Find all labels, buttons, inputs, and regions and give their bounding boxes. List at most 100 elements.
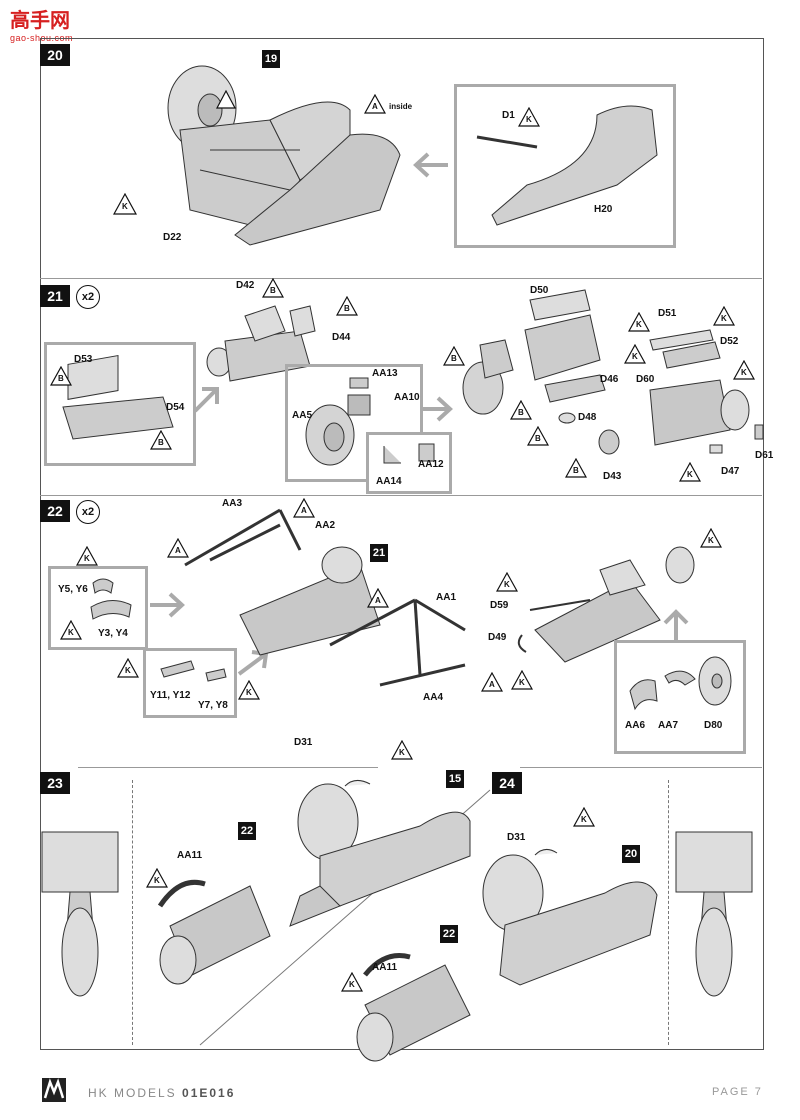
step-21-d53-box xyxy=(44,342,196,466)
footer-kit-code: 01E016 xyxy=(182,1086,236,1100)
triangle-icon xyxy=(572,806,596,827)
marker-a: A xyxy=(166,537,190,558)
step-21-aa12-box xyxy=(366,432,452,494)
triangle-icon xyxy=(517,106,541,127)
arrow-up-right-icon xyxy=(193,387,219,413)
part-d22: D22 xyxy=(163,232,182,243)
divider-22-24 xyxy=(520,767,762,768)
step-22-ref-21: 21 xyxy=(370,544,388,562)
part-y7-y8: Y7, Y8 xyxy=(198,700,228,711)
step-20-d1-marker: K xyxy=(517,106,541,127)
triangle-icon xyxy=(166,537,190,558)
part-aa10: AA10 xyxy=(394,392,420,403)
triangle-letter: A xyxy=(489,680,495,689)
triangle-letter: B xyxy=(451,354,457,363)
part-aa3: AA3 xyxy=(222,498,243,509)
triangle-icon xyxy=(510,669,534,690)
triangle-letter: K xyxy=(84,554,90,563)
engine-part-illustration xyxy=(62,354,174,440)
step-20-inside-marker: A xyxy=(363,93,387,114)
triangle-icon xyxy=(145,867,169,888)
part-d80: D80 xyxy=(704,720,723,731)
cockpit-side-panel-illustration xyxy=(476,105,658,226)
triangle-letter: B xyxy=(344,304,350,313)
divider-20-21 xyxy=(40,278,762,279)
part-d51: D51 xyxy=(658,308,677,319)
step-20-detail-box xyxy=(454,84,676,248)
marker-a: A xyxy=(366,587,390,608)
step-22-badge: 22 xyxy=(40,500,70,522)
engine-prop-hub-illustration xyxy=(517,546,695,663)
triangle-icon xyxy=(526,425,550,446)
marker-k: K xyxy=(340,971,364,992)
triangle-icon xyxy=(237,679,261,700)
triangle-icon xyxy=(366,587,390,608)
supercharger-illustration xyxy=(305,404,355,466)
triangle-icon xyxy=(116,657,140,678)
marker-b: B xyxy=(335,295,359,316)
triangle-icon xyxy=(442,345,466,366)
triangle-letter: B xyxy=(58,374,64,383)
triangle-icon xyxy=(564,457,588,478)
marker-k: K xyxy=(623,343,647,364)
divider-22-23 xyxy=(78,767,378,768)
marker-b: B xyxy=(149,429,173,450)
triangle-icon xyxy=(699,527,723,548)
marker-k: K xyxy=(627,311,651,332)
marker-k: K xyxy=(712,305,736,326)
triangle-icon xyxy=(732,359,756,380)
triangle-letter: K xyxy=(687,470,693,479)
marker-k: K xyxy=(678,461,702,482)
part-aa2: AA2 xyxy=(315,520,336,531)
arrow-up-icon xyxy=(663,609,689,640)
triangle-icon xyxy=(261,277,285,298)
marker-a: A xyxy=(292,497,316,518)
triangle-icon xyxy=(149,429,173,450)
footer-page-number: PAGE 7 xyxy=(712,1086,763,1098)
part-y3-y4: Y3, Y4 xyxy=(98,628,128,639)
bracket-pair-illustration xyxy=(383,443,435,464)
bracket-illustration xyxy=(347,377,371,416)
step-23-ref-22: 22 xyxy=(238,822,256,840)
part-d61: D61 xyxy=(755,450,774,461)
triangle-letter: A xyxy=(372,102,378,111)
triangle-icon xyxy=(75,545,99,566)
part-aa4: AA4 xyxy=(423,692,444,703)
step-20-d22-marker: K xyxy=(112,192,138,215)
inside-label: inside xyxy=(389,102,413,111)
step-23-ref-15: 15 xyxy=(446,770,464,788)
triangle-icon xyxy=(678,461,702,482)
triangle-letter: B xyxy=(518,408,524,417)
marker-k: K xyxy=(572,806,596,827)
step-22-y11-box xyxy=(143,648,237,718)
triangle-letter: K xyxy=(122,202,128,211)
triangle-icon xyxy=(112,192,138,215)
marker-k: K xyxy=(510,669,534,690)
cockpit-assembly-illustration xyxy=(167,65,401,246)
marker-k: K xyxy=(732,359,756,380)
triangle-letter: A xyxy=(375,596,381,605)
part-d48: D48 xyxy=(578,412,597,423)
triangle-letter: A xyxy=(175,546,181,555)
triangle-icon xyxy=(623,343,647,364)
dash-line-23 xyxy=(132,780,133,1045)
triangle-icon xyxy=(363,93,387,114)
triangle-icon xyxy=(49,365,73,386)
part-d43: D43 xyxy=(603,471,622,482)
part-d31: D31 xyxy=(294,737,313,748)
marker-a: A xyxy=(480,671,504,692)
triangle-letter: K xyxy=(154,876,160,885)
part-aa6: AA6 xyxy=(625,720,646,731)
step-23-assembly-illustration xyxy=(157,780,471,985)
triangle-letter: K xyxy=(504,580,510,589)
footer-brand-prefix: HK MODELS xyxy=(88,1086,177,1100)
marker-k: K xyxy=(75,545,99,566)
engine-subassembly-illustration xyxy=(462,289,606,424)
part-h20: H20 xyxy=(594,204,613,215)
triangle-icon xyxy=(627,311,651,332)
part-d49: D49 xyxy=(488,632,507,643)
part-aa7: AA7 xyxy=(658,720,679,731)
step-24-ref-20: 20 xyxy=(622,845,640,863)
step-23-badge: 23 xyxy=(40,772,70,794)
front-view-right-illustration xyxy=(675,831,753,997)
